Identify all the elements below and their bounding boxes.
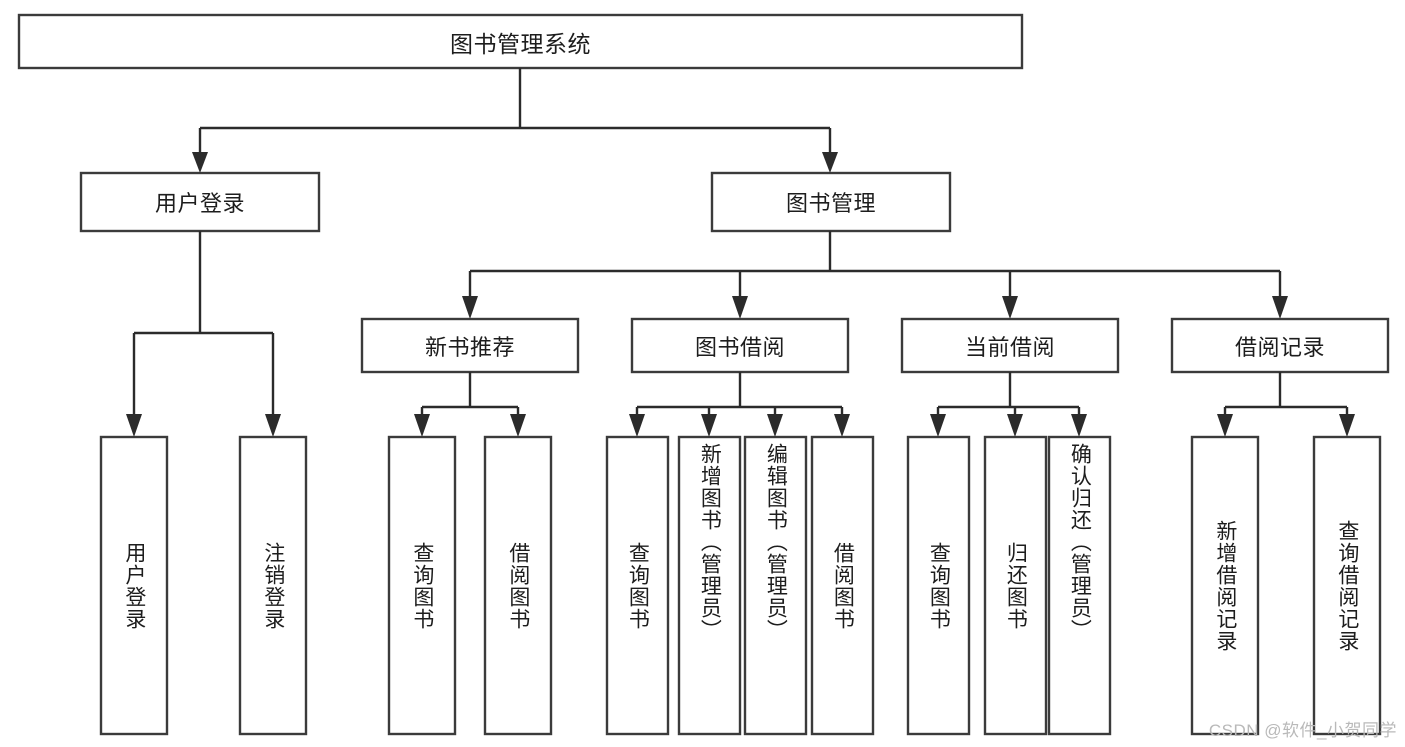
connector-book-borrow-to-leaves (629, 372, 850, 437)
arrow-head-leaf-query-book-2 (629, 414, 645, 437)
arrow-head-leaf-user-logout (265, 414, 281, 437)
connector-user-login-to-leaves (126, 231, 281, 437)
node-box-leaf-edit-book[interactable] (743, 435, 808, 736)
arrow-head-leaf-query-book-3 (930, 414, 946, 437)
arrow-head-book-borrow (732, 296, 748, 319)
connector-borrow-record-to-leaves (1217, 372, 1355, 437)
arrow-head-leaf-query-book-1 (414, 414, 430, 437)
node-box-leaf-query-book-3[interactable] (906, 435, 971, 736)
node-box-leaf-add-record[interactable] (1190, 435, 1260, 736)
node-box-leaf-query-book-1[interactable] (387, 435, 457, 736)
arrow-head-new-book-recommend (462, 296, 478, 319)
node-box-leaf-query-book-2[interactable] (605, 435, 670, 736)
node-box-leaf-user-login[interactable] (99, 435, 169, 736)
node-box-current-borrow[interactable] (900, 317, 1120, 374)
arrow-head-current-borrow (1002, 296, 1018, 319)
node-box-leaf-return-book[interactable] (983, 435, 1048, 736)
arrow-head-leaf-borrow-book-2 (834, 414, 850, 437)
node-box-book-borrow[interactable] (630, 317, 850, 374)
watermark-text: CSDN @软件_小贺同学 (1208, 721, 1397, 740)
arrow-head-leaf-confirm-return (1071, 414, 1087, 437)
connector-book-management-to-level3 (462, 231, 1288, 319)
arrow-head-leaf-query-record (1339, 414, 1355, 437)
arrow-head-leaf-return-book (1007, 414, 1023, 437)
node-box-book-management[interactable] (710, 171, 952, 233)
node-box-new-book-recommend[interactable] (360, 317, 580, 374)
node-box-borrow-record[interactable] (1170, 317, 1390, 374)
arrow-head-borrow-record (1272, 296, 1288, 319)
arrow-head-leaf-edit-book (767, 414, 783, 437)
arrow-head-book-management (822, 152, 838, 173)
node-box-user-login[interactable] (79, 171, 321, 233)
node-box-leaf-query-record[interactable] (1312, 435, 1382, 736)
arrow-head-leaf-borrow-book-1 (510, 414, 526, 437)
node-box-root[interactable] (17, 13, 1024, 70)
arrow-head-user-login (192, 152, 208, 173)
arrow-head-leaf-add-book (701, 414, 717, 437)
node-box-leaf-borrow-book-2[interactable] (810, 435, 875, 736)
connector-current-borrow-to-leaves (930, 372, 1087, 437)
connector-new-book-recommend-to-leaves (414, 372, 526, 437)
arrow-head-leaf-user-login (126, 414, 142, 437)
arrow-head-leaf-add-record (1217, 414, 1233, 437)
node-box-leaf-confirm-return[interactable] (1047, 435, 1112, 736)
node-box-leaf-user-logout[interactable] (238, 435, 308, 736)
node-box-leaf-add-book[interactable] (677, 435, 742, 736)
connector-root-to-level2 (192, 68, 838, 173)
node-box-leaf-borrow-book-1[interactable] (483, 435, 553, 736)
